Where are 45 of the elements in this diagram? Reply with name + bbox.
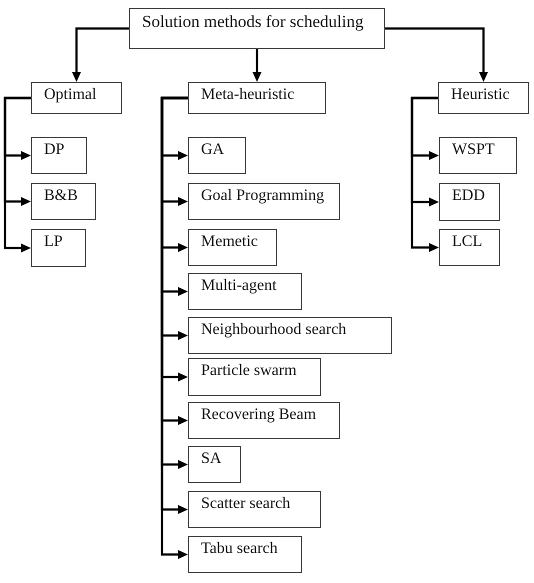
- method-label: GA: [201, 140, 224, 160]
- method-box: [188, 229, 277, 266]
- method-label: Heuristic: [451, 85, 510, 104]
- method-label: LP: [44, 232, 63, 252]
- method-box: [188, 137, 246, 174]
- connector-arrow: [410, 96, 439, 252]
- method-label: Scatter search: [201, 494, 290, 514]
- method-box: [188, 402, 340, 439]
- method-box: [439, 137, 517, 174]
- method-label: SA: [201, 449, 222, 468]
- method-label: LCL: [452, 232, 482, 252]
- method-label: EDD: [452, 186, 485, 206]
- root-box: [129, 8, 385, 49]
- method-label: B&B: [44, 186, 78, 206]
- method-label: Multi-agent: [201, 276, 277, 296]
- method-box: [438, 82, 529, 114]
- method-label: Particle swarm: [201, 361, 297, 380]
- method-box: [439, 183, 500, 221]
- method-box: [31, 229, 86, 267]
- connector-arrow: [385, 27, 488, 82]
- connector-arrow: [72, 27, 129, 82]
- method-box: [188, 446, 241, 483]
- connector-arrow: [252, 49, 262, 82]
- method-label: Optimal: [44, 85, 96, 104]
- method-box: [188, 273, 302, 310]
- method-box: [188, 82, 326, 114]
- method-box: [31, 183, 96, 220]
- method-box: [188, 358, 321, 396]
- method-label: WSPT: [452, 140, 495, 160]
- method-label: Neighbourhood search: [201, 320, 346, 340]
- method-label: Meta-heuristic: [201, 85, 294, 104]
- method-box: [188, 183, 340, 220]
- method-box: [31, 137, 87, 174]
- method-box: [188, 536, 302, 573]
- method-box: [31, 82, 122, 114]
- method-label: Recovering Beam: [201, 405, 316, 424]
- root-label: Solution methods for scheduling: [142, 12, 364, 32]
- method-label: DP: [44, 140, 64, 160]
- method-box: [439, 229, 500, 266]
- connector-arrow: [4, 96, 31, 252]
- method-box: [188, 317, 392, 354]
- method-label: Memetic: [201, 232, 258, 252]
- method-label: Tabu search: [201, 539, 278, 558]
- method-box: [188, 491, 321, 528]
- method-label: Goal Programming: [201, 186, 324, 206]
